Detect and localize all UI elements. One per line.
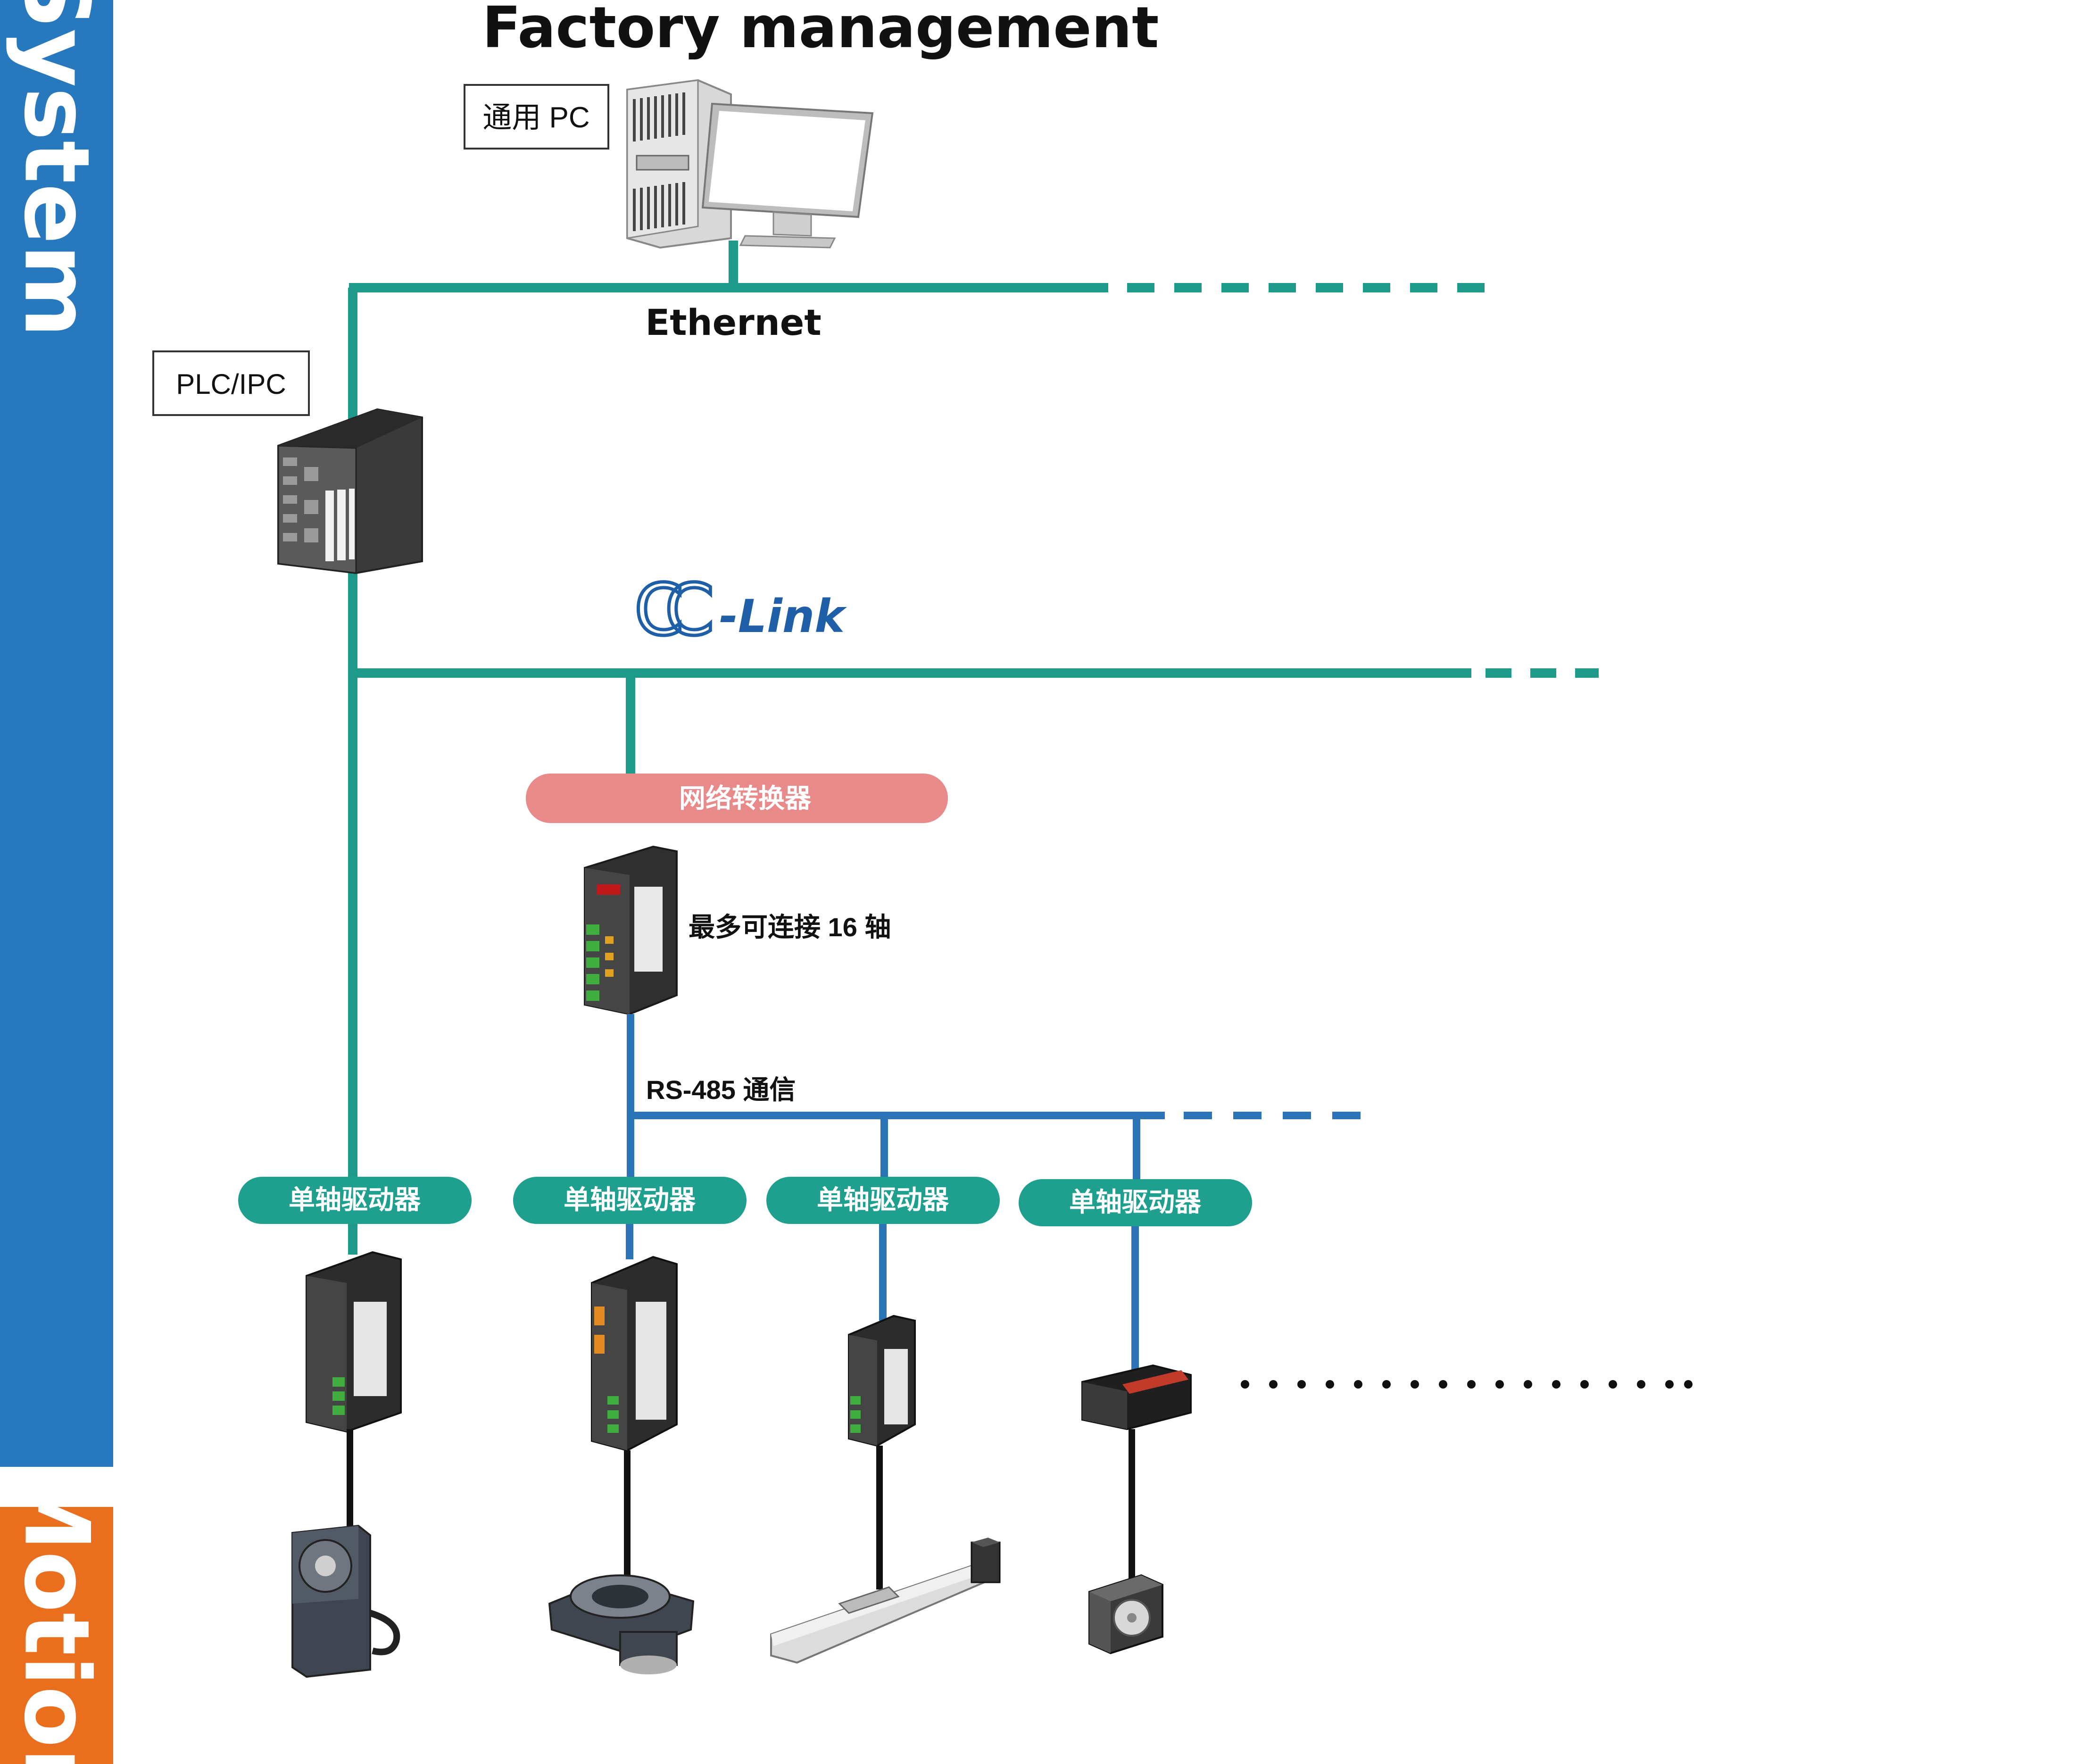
pc-icon: [626, 79, 874, 249]
driver-label-1: 单轴驱动器: [289, 1185, 421, 1215]
rs485-bus: [627, 1014, 1368, 1191]
rotary-table-icon: [548, 1574, 695, 1674]
gear-motor-icon: [291, 1524, 400, 1678]
converter-label: 网络转换器: [679, 783, 812, 814]
ethernet-label: Ethernet: [645, 301, 821, 343]
converter-device-icon: [584, 845, 678, 1015]
driver-device-2-icon: [591, 1256, 678, 1452]
system-label: System: [5, 0, 109, 338]
cclink-logo: CC -Link: [633, 568, 847, 653]
motion-label: Motion: [5, 1462, 109, 1764]
driver-pill-3: 单轴驱动器: [766, 1177, 1000, 1224]
driver-pill-2: 单轴驱动器: [513, 1177, 747, 1224]
linear-actuator-icon: [770, 1538, 1001, 1664]
plc-label-box: [152, 350, 310, 416]
page-title: Factory management: [482, 0, 1159, 61]
driver-device-1-icon: [306, 1251, 402, 1433]
converter-pill: [526, 774, 948, 823]
plc-label: PLC/IPC: [176, 368, 286, 400]
ethernet-bus: [349, 241, 1486, 292]
motion-bar: [0, 1507, 113, 1764]
driver-pill-4: 单轴驱动器: [1019, 1179, 1252, 1226]
pc-label-box: [464, 84, 609, 150]
driver-label-2: 单轴驱动器: [564, 1185, 696, 1215]
driver-pill-1: 单轴驱动器: [238, 1177, 472, 1224]
cclink-logo-cc: CC: [634, 569, 711, 651]
driver-label-3: 单轴驱动器: [817, 1185, 949, 1215]
stepper-motor-icon: [1088, 1574, 1163, 1655]
driver-device-4-icon: [1081, 1364, 1192, 1431]
plc-device-icon: [277, 408, 423, 574]
cclink-logo-link: -Link: [719, 590, 847, 643]
driver-connectors: [348, 1224, 1139, 1370]
more-devices-dots: [1241, 1380, 1693, 1389]
pc-label: 通用 PC: [482, 101, 589, 134]
converter-note: 最多可连接 16 轴: [689, 912, 891, 942]
rs485-label: RS-485 通信: [646, 1075, 796, 1105]
driver-label-4: 单轴驱动器: [1069, 1187, 1202, 1218]
cclink-bus: [349, 668, 1599, 783]
system-bar: [0, 0, 113, 1467]
driver-device-3-icon: [848, 1315, 916, 1447]
motor-cables: [347, 1429, 1135, 1589]
